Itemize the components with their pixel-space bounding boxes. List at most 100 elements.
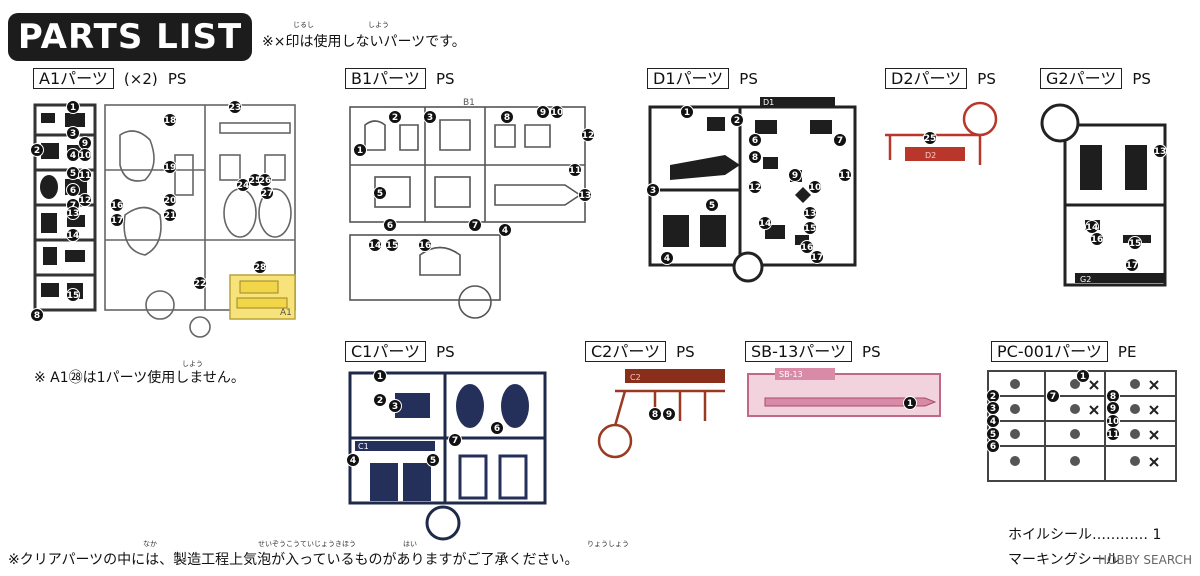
runner-d1-name: D1パーツ xyxy=(647,68,730,89)
svg-text:3: 3 xyxy=(427,113,433,123)
part-number-d1-16: 16 xyxy=(800,240,814,254)
svg-text:12: 12 xyxy=(79,196,92,206)
svg-text:1: 1 xyxy=(357,146,363,156)
svg-text:20: 20 xyxy=(164,196,177,206)
svg-text:4: 4 xyxy=(350,456,356,466)
svg-text:25: 25 xyxy=(249,176,262,186)
part-number-b1-15: 15 xyxy=(385,238,399,252)
a1-note-ruby: しよう xyxy=(182,360,203,368)
part-number-b1-6: 6 xyxy=(383,218,397,232)
part-number-sb13-1: 1 xyxy=(903,396,917,410)
svg-text:13: 13 xyxy=(67,209,80,219)
svg-text:8: 8 xyxy=(752,153,758,163)
runner-c2-runner-tag: C2 xyxy=(630,373,641,382)
svg-text:14: 14 xyxy=(759,219,772,229)
svg-text:10: 10 xyxy=(79,151,92,161)
svg-text:28: 28 xyxy=(254,263,267,273)
part-number-b1-16: 16 xyxy=(418,238,432,252)
runner-pc001-label: PC-001パーツ PE xyxy=(991,341,1136,363)
part-number-a1-4: 4 xyxy=(66,148,80,162)
svg-text:14: 14 xyxy=(369,241,382,251)
svg-text:6: 6 xyxy=(387,221,393,231)
part-number-d1-5: 5 xyxy=(705,198,719,212)
runner-a1-count: (×2) xyxy=(123,69,158,88)
part-number-d1-6: 6 xyxy=(748,133,762,147)
svg-text:15: 15 xyxy=(67,291,80,301)
runner-a1-runner-tag: A1 xyxy=(280,308,292,318)
runner-d2-runner-tag: D2 xyxy=(925,151,936,160)
svg-text:5: 5 xyxy=(990,430,996,440)
svg-text:3: 3 xyxy=(650,186,656,196)
runner-pc001-name: PC-001パーツ xyxy=(991,341,1108,362)
svg-text:16: 16 xyxy=(1091,235,1104,245)
part-number-a1-9: 9 xyxy=(78,136,92,150)
part-number-d1-3: 3 xyxy=(646,183,660,197)
svg-text:15: 15 xyxy=(386,241,399,251)
part-number-g2-16: 16 xyxy=(1090,232,1104,246)
svg-text:10: 10 xyxy=(809,183,822,193)
svg-text:8: 8 xyxy=(652,410,658,420)
svg-text:5: 5 xyxy=(430,456,436,466)
part-number-d1-13: 13 xyxy=(803,206,817,220)
svg-text:18: 18 xyxy=(164,116,177,126)
part-number-d1-7: 7 xyxy=(833,133,847,147)
part-number-d1-4: 4 xyxy=(660,251,674,265)
part-number-pc001-7: 7 xyxy=(1046,389,1060,403)
runner-a1-label: A1パーツ (×2) PS xyxy=(33,68,186,90)
svg-text:2: 2 xyxy=(734,116,740,126)
part-number-pc001-4: 4 xyxy=(986,414,1000,428)
part-number-b1-8: 8 xyxy=(500,110,514,124)
part-number-pc001-5: 5 xyxy=(986,427,1000,441)
svg-text:14: 14 xyxy=(67,231,80,241)
footer-ruby-1: なか xyxy=(143,540,157,548)
part-number-pc001-3: 3 xyxy=(986,401,1000,415)
part-number-b1-7: 7 xyxy=(468,218,482,232)
runner-d2-material: PS xyxy=(977,69,996,88)
svg-text:2: 2 xyxy=(990,392,996,402)
svg-text:17: 17 xyxy=(811,253,824,263)
svg-text:11: 11 xyxy=(79,171,92,181)
svg-text:6: 6 xyxy=(70,186,76,196)
part-number-pc001-1: 1 xyxy=(1076,369,1090,383)
part-number-g2-13: 13 xyxy=(1153,144,1167,158)
part-number-b1-13: 13 xyxy=(578,188,592,202)
svg-text:9: 9 xyxy=(540,108,546,118)
part-number-d2-25: 25 xyxy=(923,131,937,145)
svg-text:25: 25 xyxy=(924,134,937,144)
svg-text:13: 13 xyxy=(579,191,592,201)
svg-text:11: 11 xyxy=(839,171,852,181)
runner-c1-material: PS xyxy=(436,342,455,361)
part-number-d1-8: 8 xyxy=(748,150,762,164)
part-number-a1-1: 1 xyxy=(66,100,80,114)
runner-sb13-name: SB-13パーツ xyxy=(745,341,852,362)
part-number-a1-18: 18 xyxy=(163,113,177,127)
part-number-a1-11: 11 xyxy=(78,168,92,182)
svg-text:17: 17 xyxy=(1126,261,1139,271)
runner-b1-label: B1パーツ PS xyxy=(345,68,455,90)
runner-a1-material: PS xyxy=(167,69,187,88)
svg-text:16: 16 xyxy=(801,243,814,253)
part-number-a1-26: 26 xyxy=(258,173,272,187)
runner-a1-diagram: A1 1234567891011121314151617181920212223… xyxy=(30,100,296,338)
footer-ruby-4: りょうしょう xyxy=(587,540,629,548)
part-number-c2-8: 8 xyxy=(648,407,662,421)
part-number-d1-14: 14 xyxy=(758,216,772,230)
part-number-c1-3: 3 xyxy=(388,399,402,413)
runner-sb13-runner-tag: SB-13 xyxy=(779,370,803,379)
runner-b1-runner-tag: B1 xyxy=(463,98,475,108)
part-number-c1-4: 4 xyxy=(346,453,360,467)
runner-d1-label: D1パーツ PS xyxy=(647,68,758,90)
part-number-a1-17: 17 xyxy=(110,213,124,227)
svg-text:5: 5 xyxy=(377,189,383,199)
svg-text:1: 1 xyxy=(907,399,913,409)
svg-text:7: 7 xyxy=(1050,392,1056,402)
part-number-pc001-9: 9 xyxy=(1106,401,1120,415)
svg-text:6: 6 xyxy=(990,442,996,452)
part-number-c1-7: 7 xyxy=(448,433,462,447)
svg-text:5: 5 xyxy=(709,201,715,211)
part-number-pc001-8: 8 xyxy=(1106,389,1120,403)
part-number-a1-20: 20 xyxy=(163,193,177,207)
clear-parts-note: ※クリアパーツの中には、製造工程上気泡が入っているものがありますがご了承ください… xyxy=(8,552,579,568)
